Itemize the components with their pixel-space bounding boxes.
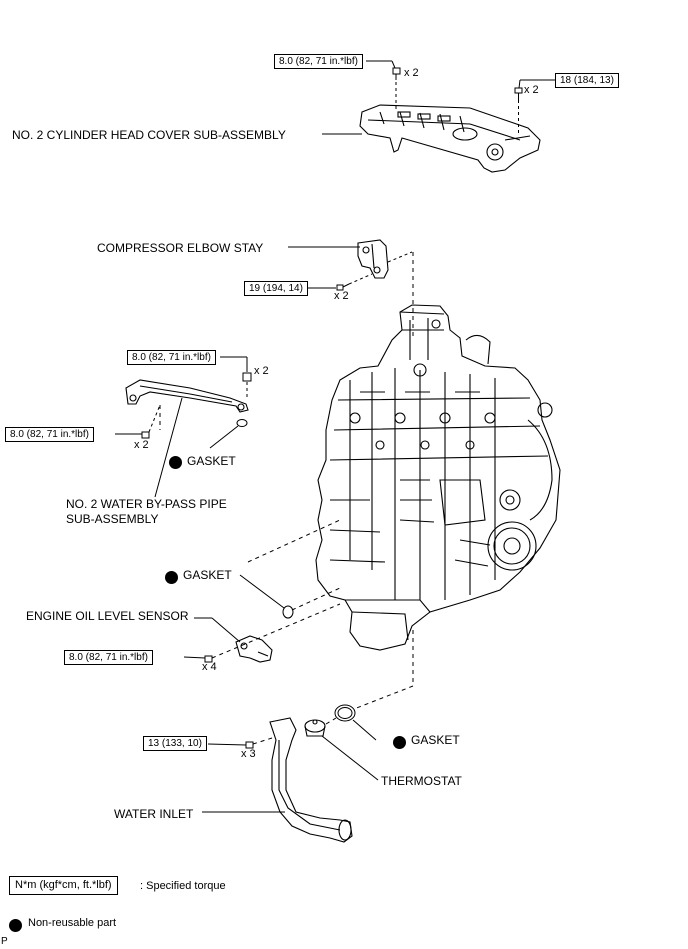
engine-block-shape	[315, 304, 561, 651]
label-compressor-elbow-stay: COMPRESSOR ELBOW STAY	[97, 241, 264, 255]
qty-bypass-pipe-nut: x 2	[254, 365, 269, 377]
torque-bypass-pipe-nut: 8.0 (82, 71 in.*lbf)	[127, 350, 216, 365]
legend-non-reusable-marker	[9, 919, 22, 932]
non-reusable-marker-gasket-lower	[393, 736, 406, 749]
non-reusable-marker-gasket-middle	[165, 571, 178, 584]
torque-water-inlet-bolt: 13 (133, 10)	[143, 736, 207, 751]
figure-code: P	[1, 936, 8, 947]
gasket-middle-shape	[282, 605, 294, 619]
legend-torque-desc: : Specified torque	[140, 880, 226, 892]
label-water-bypass-pipe-line1: NO. 2 WATER BY-PASS PIPE	[66, 497, 227, 511]
label-cylinder-head-cover: NO. 2 CYLINDER HEAD COVER SUB-ASSEMBLY	[12, 128, 286, 142]
label-gasket-middle: GASKET	[183, 568, 232, 582]
torque-bypass-pipe-bolt: 8.0 (82, 71 in.*lbf)	[5, 427, 94, 442]
label-gasket-upper: GASKET	[187, 454, 236, 468]
label-thermostat: THERMOSTAT	[381, 774, 462, 788]
label-gasket-lower: GASKET	[411, 733, 460, 747]
legend-non-reusable-label: Non-reusable part	[28, 917, 117, 929]
label-water-inlet: WATER INLET	[114, 807, 194, 821]
non-reusable-marker-gasket-upper	[169, 456, 182, 469]
torque-head-cover-nut: 8.0 (82, 71 in.*lbf)	[274, 54, 363, 69]
cylinder-head-cover-shape	[359, 104, 541, 173]
head-cover-fasteners	[392, 67, 523, 135]
oil-level-sensor-shape	[235, 635, 273, 663]
gasket-lower-shape	[334, 704, 356, 722]
qty-bypass-pipe-bolt: x 2	[134, 439, 149, 451]
qty-compressor-stay-bolt: x 2	[334, 290, 349, 302]
label-engine-oil-level-sensor: ENGINE OIL LEVEL SENSOR	[26, 609, 189, 623]
torque-compressor-stay-bolt: 19 (194, 14)	[244, 281, 308, 296]
leader-lines	[115, 60, 555, 813]
label-water-bypass-pipe-line2: SUB-ASSEMBLY	[66, 512, 159, 526]
qty-head-cover-nut: x 2	[404, 67, 419, 79]
legend-torque-unit: N*m (kgf*cm, ft.*lbf)	[9, 876, 118, 895]
compressor-elbow-stay-shape	[357, 239, 389, 279]
torque-oil-sensor-bolt: 8.0 (82, 71 in.*lbf)	[64, 650, 153, 665]
thermostat-shape	[304, 719, 326, 737]
water-bypass-pipe-shape	[125, 379, 249, 413]
qty-oil-sensor-bolt: x 4	[202, 661, 217, 673]
water-inlet-shape	[269, 717, 353, 843]
qty-head-cover-bolt: x 2	[524, 84, 539, 96]
torque-head-cover-bolt: 18 (184, 13)	[555, 73, 619, 88]
alignment-lines	[159, 252, 414, 745]
qty-water-inlet-bolt: x 3	[241, 748, 256, 760]
